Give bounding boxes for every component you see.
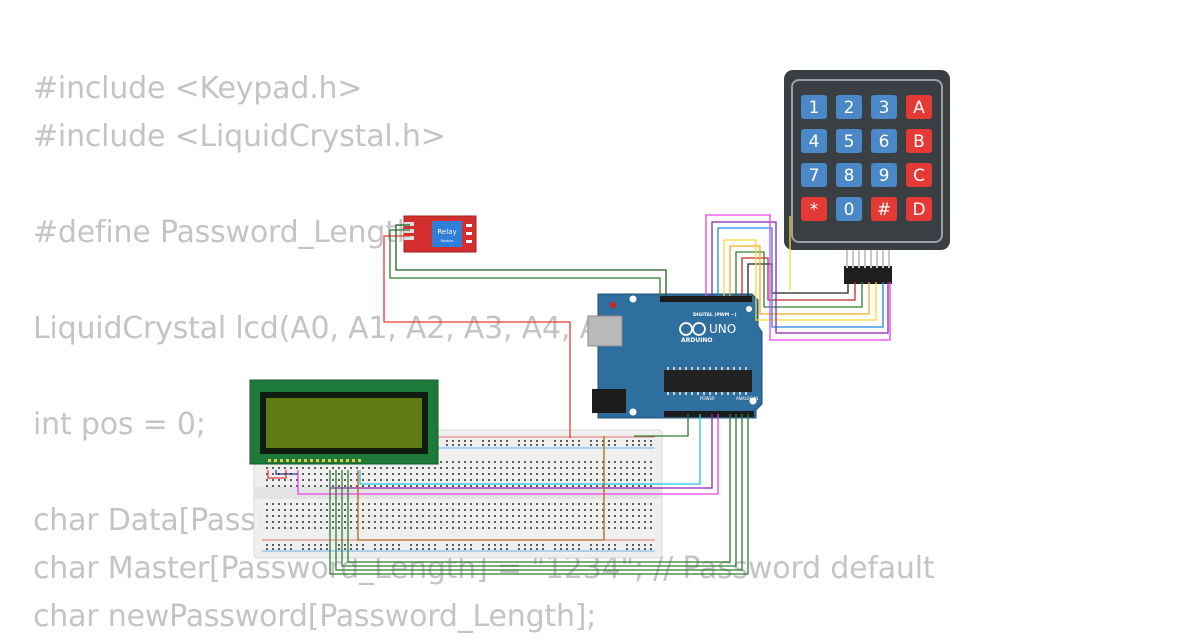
arduino-brand-label: ARDUINO bbox=[681, 337, 712, 344]
keypad-key-label: 7 bbox=[809, 166, 820, 186]
keypad-key-9[interactable]: 9 bbox=[871, 163, 897, 187]
code-line-12: char newPassword[Password_Length]; bbox=[33, 599, 597, 634]
keypad-key-label: C bbox=[913, 166, 925, 186]
keypad-key-label: A bbox=[913, 98, 925, 118]
code-line-1: #include <Keypad.h> bbox=[33, 71, 363, 106]
keypad-key-D[interactable]: D bbox=[906, 197, 932, 221]
keypad-key-2[interactable]: 2 bbox=[836, 95, 862, 119]
keypad-key-A[interactable]: A bbox=[906, 95, 932, 119]
keypad-key-label: D bbox=[912, 200, 925, 220]
keypad-4x4[interactable]: 1 2 3 A 4 5 6 B 7 8 9 C * 0 # D bbox=[784, 70, 950, 284]
arduino-analog-label: ANALOG IN bbox=[736, 396, 758, 401]
keypad-key-label: 1 bbox=[809, 98, 820, 118]
keypad-key-6[interactable]: 6 bbox=[871, 129, 897, 153]
keypad-key-5[interactable]: 5 bbox=[836, 129, 862, 153]
arduino-uno-board[interactable]: UNO ARDUINO DIGITAL (PWM ~) POWER ANALOG… bbox=[587, 293, 763, 419]
relay-sublabel: Module bbox=[441, 239, 454, 243]
keypad-key-label: 9 bbox=[879, 166, 890, 186]
keypad-key-C[interactable]: C bbox=[906, 163, 932, 187]
keypad-key-3[interactable]: 3 bbox=[871, 95, 897, 119]
keypad-key-label: 4 bbox=[809, 132, 820, 152]
keypad-key-7[interactable]: 7 bbox=[801, 163, 827, 187]
arduino-model-label: UNO bbox=[709, 322, 736, 336]
keypad-key-#[interactable]: # bbox=[871, 197, 897, 221]
keypad-key-B[interactable]: B bbox=[906, 129, 932, 153]
keypad-key-label: 2 bbox=[844, 98, 855, 118]
keypad-key-label: 5 bbox=[844, 132, 855, 152]
keypad-key-8[interactable]: 8 bbox=[836, 163, 862, 187]
keypad-key-label: 0 bbox=[844, 200, 855, 220]
code-line-2: #include <LiquidCrystal.h> bbox=[33, 119, 446, 154]
wires bbox=[267, 214, 891, 575]
keypad-key-label: B bbox=[913, 132, 925, 152]
arduino-digital-label: DIGITAL (PWM ~) bbox=[693, 312, 737, 318]
relay-module[interactable]: Relay Module bbox=[403, 215, 477, 253]
keypad-key-1[interactable]: 1 bbox=[801, 95, 827, 119]
keypad-key-label: # bbox=[877, 200, 891, 220]
code-line-4: #define Password_Length bbox=[33, 215, 416, 250]
keypad-key-*[interactable]: * bbox=[801, 197, 827, 221]
keypad-key-label: * bbox=[810, 200, 819, 220]
code-line-8: int pos = 0; bbox=[33, 407, 206, 442]
arduino-power-label: POWER bbox=[700, 396, 715, 401]
keypad-key-4[interactable]: 4 bbox=[801, 129, 827, 153]
keypad-key-label: 6 bbox=[879, 132, 890, 152]
keypad-key-label: 3 bbox=[879, 98, 890, 118]
relay-label: Relay bbox=[437, 228, 456, 236]
keypad-key-label: 8 bbox=[844, 166, 855, 186]
keypad-key-0[interactable]: 0 bbox=[836, 197, 862, 221]
lcd-display[interactable] bbox=[249, 379, 439, 465]
